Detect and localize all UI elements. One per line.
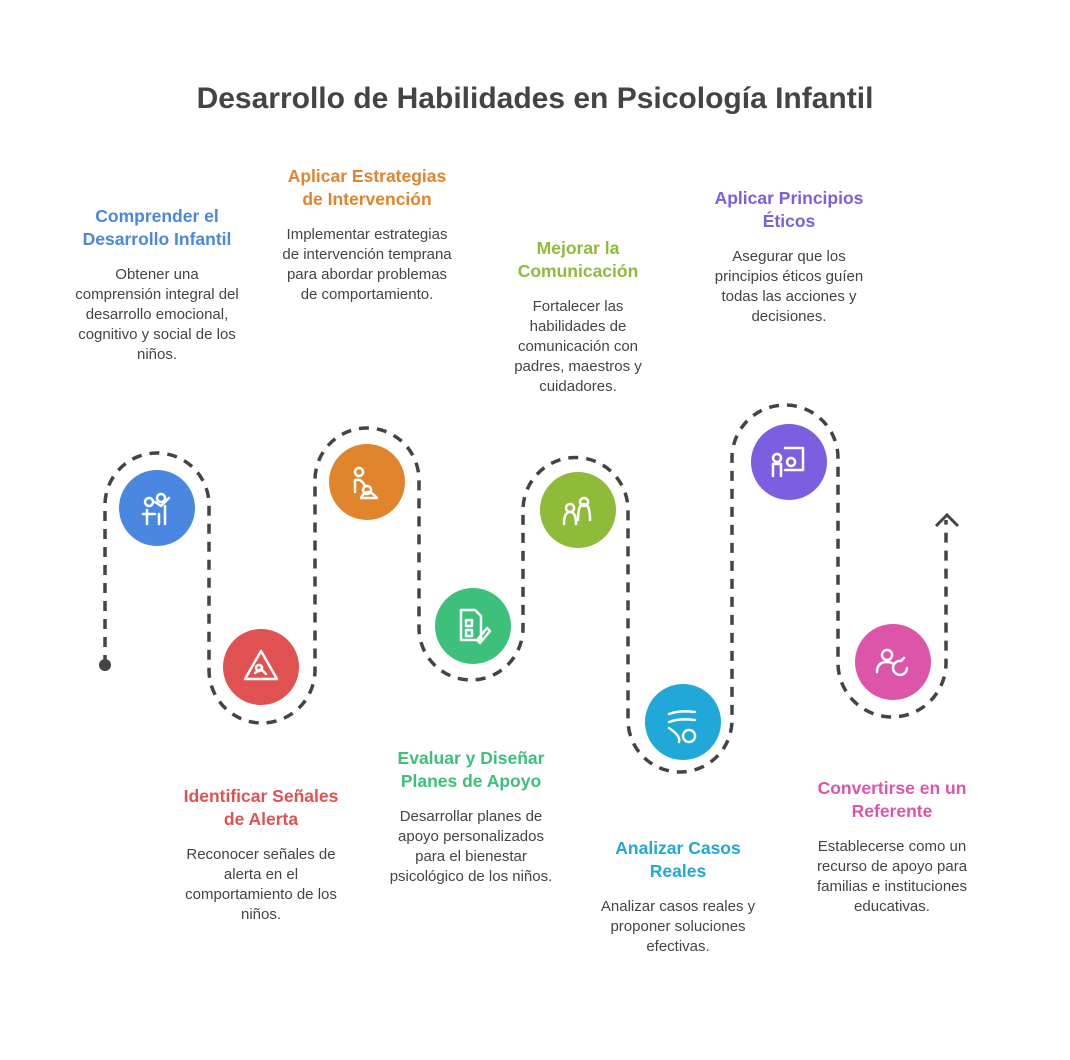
dashed-path (103, 403, 948, 774)
step-text: Asegurar que los principios éticos guíen… (714, 248, 864, 325)
caregiver-child-icon (329, 444, 405, 520)
icon-glyph (141, 492, 171, 526)
step-title: Aplicar Principios Éticos (714, 188, 864, 231)
children-playing-icon (119, 470, 195, 546)
page-title: Desarrollo de Habilidades en Psicología … (196, 82, 874, 115)
step-3: Aplicar Estrategias de Intervención Impl… (282, 165, 452, 305)
warning-sign-icon (223, 629, 299, 705)
person-refresh-icon (855, 624, 931, 700)
step-text: Reconocer señales de alerta en el compor… (185, 846, 337, 923)
icon-glyph (875, 648, 909, 677)
presenter-board-icon (751, 424, 827, 500)
step-title: Mejorar la Comunicación (517, 238, 639, 281)
step-title: Comprender el Desarrollo Infantil (82, 206, 232, 249)
step-title: Convertirse en un Referente (817, 778, 967, 821)
step-text: Desarrollar planes de apoyo personalizad… (389, 808, 553, 885)
icon-glyph (243, 649, 279, 681)
step-circle (751, 424, 827, 500)
people-talking-icon (540, 472, 616, 548)
icon-glyph (562, 496, 592, 526)
step-2: Identificar Señales de Alerta Reconocer … (176, 785, 346, 925)
step-circle (329, 444, 405, 520)
step-title: Aplicar Estrategias de Intervención (287, 166, 447, 209)
plan-document-icon (435, 588, 511, 664)
step-text: Implementar estrategias de intervención … (282, 226, 452, 303)
step-circle (855, 624, 931, 700)
step-8: Convertirse en un Referente Establecerse… (807, 777, 977, 917)
step-1: Comprender el Desarrollo Infantil Obtene… (72, 205, 242, 365)
icon-glyph (353, 466, 379, 500)
step-title: Analizar Casos Reales (615, 838, 741, 881)
step-title: Identificar Señales de Alerta (183, 786, 339, 829)
step-text: Establecerse como un recurso de apoyo pa… (816, 838, 968, 915)
step-title: Evaluar y Diseñar Planes de Apoyo (397, 748, 545, 791)
icon-glyph (771, 446, 805, 478)
analysis-icon (645, 684, 721, 760)
arrow-up-icon (934, 512, 960, 528)
step-text: Obtener una comprensión integral del des… (75, 266, 239, 363)
step-6: Analizar Casos Reales Analizar casos rea… (593, 837, 763, 957)
step-4: Evaluar y Diseñar Planes de Apoyo Desarr… (383, 747, 559, 887)
path-start-dot (99, 659, 111, 671)
step-text: Analizar casos reales y proponer solucio… (600, 898, 756, 955)
step-5: Mejorar la Comunicación Fortalecer las h… (493, 237, 663, 397)
step-text: Fortalecer las habilidades de comunicaci… (514, 298, 642, 395)
step-circle (645, 684, 721, 760)
step-circle (119, 470, 195, 546)
icon-glyph (667, 710, 697, 744)
icon-glyph (459, 608, 492, 645)
step-7: Aplicar Principios Éticos Asegurar que l… (704, 187, 874, 327)
